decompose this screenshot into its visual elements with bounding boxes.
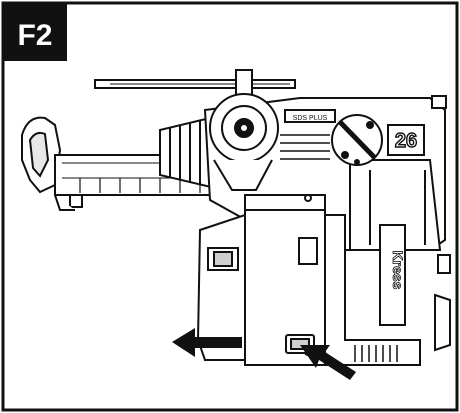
- side-handle-knob: [209, 69, 279, 191]
- rear-cap: [431, 95, 451, 352]
- brand-logo: Kress: [390, 251, 406, 290]
- battery-housing: [324, 214, 421, 366]
- model-number: 26: [395, 130, 417, 152]
- figure-label: F2: [17, 19, 52, 52]
- figure-label-badge: F2: [3, 3, 67, 61]
- depth-rod: [94, 79, 296, 89]
- chuck-bellows: [159, 116, 217, 190]
- model-plate: 26: [387, 124, 425, 156]
- arrow-diagonal-icon: [300, 345, 356, 380]
- arrow-left-icon: [172, 328, 242, 357]
- mode-selector-dial: [331, 114, 383, 166]
- svg-text:SDS PLUS: SDS PLUS: [293, 115, 328, 122]
